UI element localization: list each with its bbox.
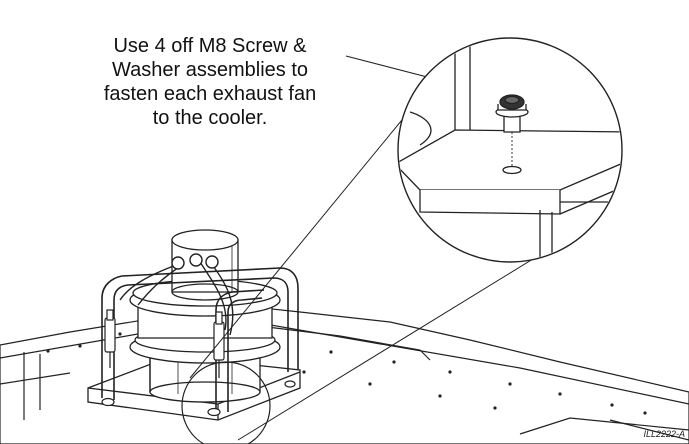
- cable-connectors: [104, 309, 225, 378]
- motor-wiring: [119, 253, 234, 336]
- magnified-detail: [397, 37, 623, 263]
- instruction-callout: Use 4 off M8 Screw & Washer assemblies t…: [103, 35, 317, 129]
- roof-rivets: [46, 332, 647, 415]
- detail-target-circle: [181, 361, 271, 444]
- drawing-reference-code: ILL2222-A: [643, 429, 685, 439]
- exhaust-fan-housing: [129, 229, 281, 403]
- lifting-frame: [101, 267, 299, 414]
- base-screw-points: [101, 380, 296, 417]
